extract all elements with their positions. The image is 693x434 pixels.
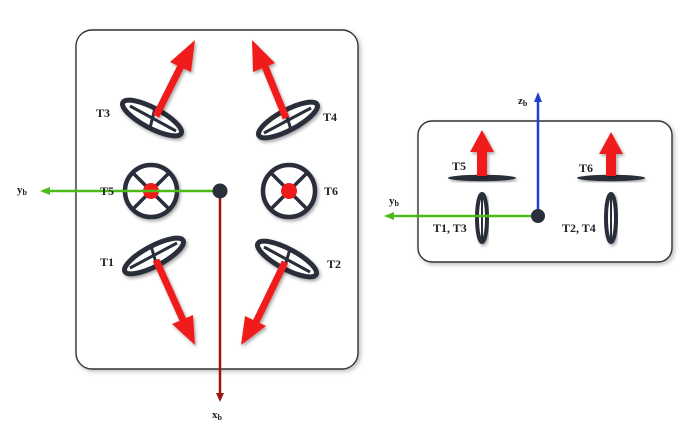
- x-axis: [216, 191, 224, 402]
- label-t5: T5: [100, 184, 114, 198]
- y-axis: [40, 187, 220, 195]
- y-axis-side: [384, 212, 538, 220]
- z-axis: [534, 92, 542, 216]
- thrust-arrow-icon: [252, 40, 290, 120]
- body-origin: [212, 183, 228, 199]
- thrust-arrow-icon: [152, 258, 195, 345]
- label-t5-side: T5: [452, 159, 466, 173]
- propeller-icon: [577, 174, 645, 182]
- propeller-icon: [604, 192, 618, 244]
- label-t4: T4: [323, 110, 337, 124]
- thrust-arrow-icon: [470, 130, 494, 176]
- thrust-arrow-icon: [599, 132, 623, 176]
- side-view-frame: [417, 120, 673, 263]
- label-t1-t3: T1, T3: [433, 221, 467, 235]
- label-z-axis: zb: [518, 95, 528, 108]
- label-t6-side: T6: [579, 161, 593, 175]
- body-origin-side: [531, 209, 545, 223]
- propeller-icon: [475, 192, 489, 244]
- label-x-axis-top: xb: [212, 409, 223, 422]
- label-t2: T2: [327, 257, 341, 271]
- label-t1: T1: [100, 255, 114, 269]
- label-y-axis-side: yb: [389, 195, 400, 208]
- label-t6: T6: [324, 184, 338, 198]
- label-y-axis-top: yb: [17, 184, 28, 197]
- thrust-arrow-icon: [152, 40, 195, 118]
- top-view: T3 T4 T5 T6 T1 T2 yb xb: [17, 29, 359, 422]
- label-t3: T3: [96, 106, 110, 120]
- side-view: T5 T6 T1, T3 T2, T4 zb yb: [384, 92, 673, 263]
- label-t2-t4: T2, T4: [562, 221, 596, 235]
- propeller-icon: [448, 174, 516, 182]
- thrust-arrow-icon: [241, 260, 289, 345]
- vertical-thruster-icon: [260, 162, 318, 220]
